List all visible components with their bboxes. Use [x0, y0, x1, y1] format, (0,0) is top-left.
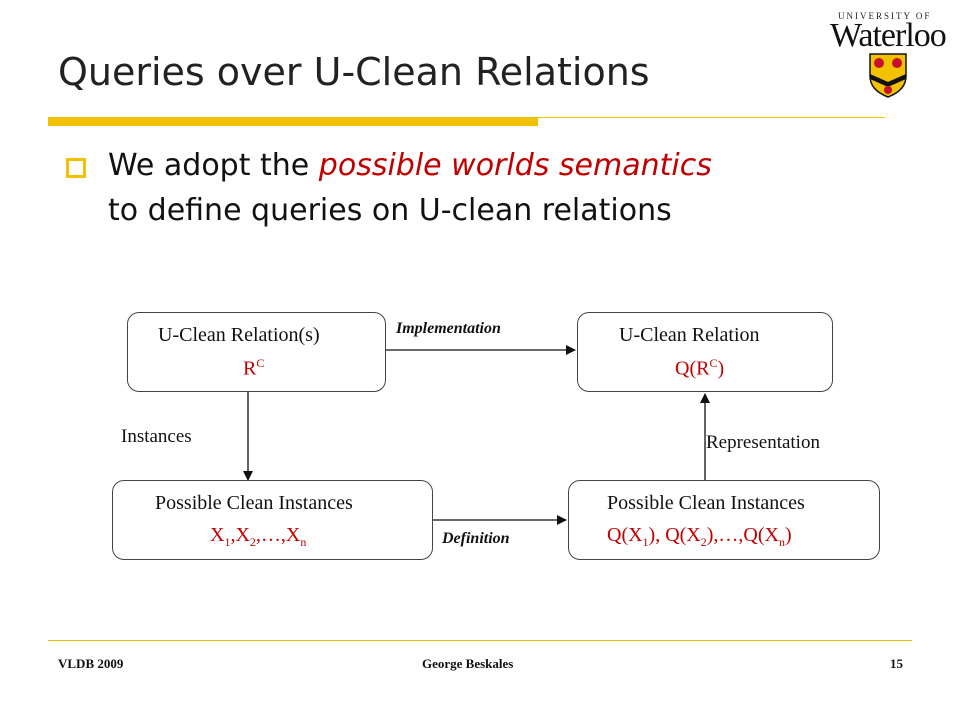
- edge-label-representation: Representation: [706, 432, 820, 453]
- box-uclean-relation-query: [577, 312, 833, 392]
- slide-title: Queries over U-Clean Relations: [58, 50, 650, 94]
- x2: X: [235, 524, 250, 546]
- expr-close: ): [717, 357, 725, 380]
- sub-1: 1: [642, 535, 649, 549]
- box-br-expr: Q(X1), Q(X2),…,Q(Xn): [607, 524, 792, 550]
- edge-label-implementation: Implementation: [396, 320, 501, 337]
- box-tl-label: U-Clean Relation(s): [158, 324, 320, 346]
- xn: X: [285, 524, 301, 546]
- box-tr-expr: Q(RC): [675, 356, 724, 381]
- x1: X: [210, 524, 225, 546]
- sub-1: 1: [224, 535, 231, 549]
- q2-open: ), Q(X: [648, 524, 701, 546]
- expr-r: R: [243, 357, 257, 380]
- title-underline-thick: [48, 117, 538, 126]
- box-br-label: Possible Clean Instances: [607, 492, 805, 514]
- box-bl-expr: X1,X2,…,Xn: [210, 524, 306, 550]
- waterloo-crest-icon: [869, 53, 907, 98]
- box-uclean-relations: [127, 312, 386, 392]
- bullet-text-line-2: to define queries on U-clean relations: [108, 193, 672, 228]
- bullet-square-icon: [66, 158, 86, 178]
- box-tl-expr: RC: [243, 356, 264, 381]
- footer-author: George Beskales: [422, 656, 514, 671]
- dots: ,…,: [255, 524, 286, 546]
- expr-sup-c: C: [256, 356, 265, 370]
- bullet-text-line-1: We adopt the possible worlds semantics: [108, 148, 712, 183]
- box-possible-instances: [112, 480, 433, 560]
- box-possible-instances-query: [568, 480, 880, 560]
- sub-n: n: [300, 535, 307, 549]
- expr-q-open: Q(R: [675, 357, 710, 380]
- title-underline-thin: [538, 117, 885, 118]
- bullet-emphasis: possible worlds semantics: [318, 148, 712, 183]
- sub-2: 2: [249, 535, 256, 549]
- footer-conference: VLDB 2009: [58, 656, 124, 671]
- logo-name-text: Waterloo: [830, 17, 947, 54]
- sub-2: 2: [700, 535, 707, 549]
- q1-open: Q(X: [607, 524, 643, 546]
- logo-university-text: UNIVERSITY OF: [838, 11, 932, 21]
- edge-label-instances: Instances: [121, 426, 192, 447]
- expr-sup-c: C: [709, 356, 718, 370]
- edge-label-definition: Definition: [442, 530, 510, 547]
- box-tr-label: U-Clean Relation: [619, 324, 760, 346]
- footer-divider: [48, 640, 912, 641]
- qn-open: ),…,Q(X: [706, 524, 779, 546]
- sep: ,: [230, 524, 236, 546]
- bullet-text-before: We adopt the: [108, 148, 319, 183]
- sub-n: n: [778, 535, 785, 549]
- footer-page-number: 15: [890, 656, 903, 671]
- qn-close: ): [784, 524, 792, 546]
- box-bl-label: Possible Clean Instances: [155, 492, 353, 514]
